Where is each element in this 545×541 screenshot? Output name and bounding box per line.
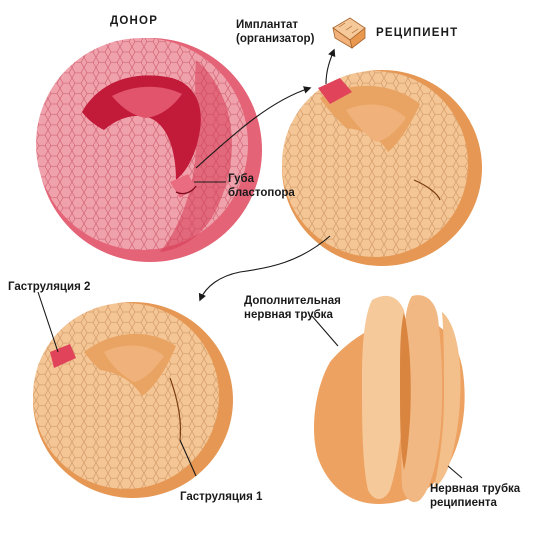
blastopore-lip-line2: бластопора <box>228 187 295 199</box>
gastrulation1-label: Гаструляция 1 <box>180 491 263 503</box>
gastrulation-embryo <box>33 302 233 498</box>
extra-neural-tube-line2: нервная трубка <box>244 309 333 321</box>
leader-recipient-tube <box>447 465 463 479</box>
recipient-neural-tube-label: Нервная трубка реципиента <box>430 482 520 510</box>
arrow-recipient-to-gastrula <box>198 235 331 302</box>
arrow-implant-up <box>325 48 336 85</box>
recipient-neural-tube-line2: реципиента <box>430 497 497 509</box>
blastopore-lip-line1: Губа <box>228 173 254 185</box>
implant-label-line1: Имплантат <box>236 19 299 31</box>
implant-piece <box>332 17 366 49</box>
recipient-embryo <box>282 70 482 266</box>
leader-gastrulation2 <box>37 291 59 353</box>
extra-neural-tube-line1: Дополнительная <box>244 295 341 307</box>
extra-neural-tube-label: Дополнительная нервная трубка <box>244 294 341 322</box>
donor-embryo <box>36 38 262 262</box>
leader-gastrulation1 <box>179 439 197 477</box>
recipient-neural-tube-line1: Нервная трубка <box>430 483 521 495</box>
arrows <box>37 48 463 479</box>
gastrulation2-label: Гаструляция 2 <box>8 281 91 293</box>
arrow-donor-to-recipient <box>195 86 312 169</box>
blastopore-lip-label: Губа бластопора <box>228 172 295 200</box>
implant-label-line2: (организатор) <box>236 33 315 45</box>
recipient-heading: РЕЦИПИЕНТ <box>376 27 459 39</box>
implant-label: Имплантат (организатор) <box>236 18 314 46</box>
donor-heading: ДОНОР <box>110 15 159 27</box>
leader-extra-tube <box>311 315 339 347</box>
neurula-embryo <box>314 295 465 504</box>
